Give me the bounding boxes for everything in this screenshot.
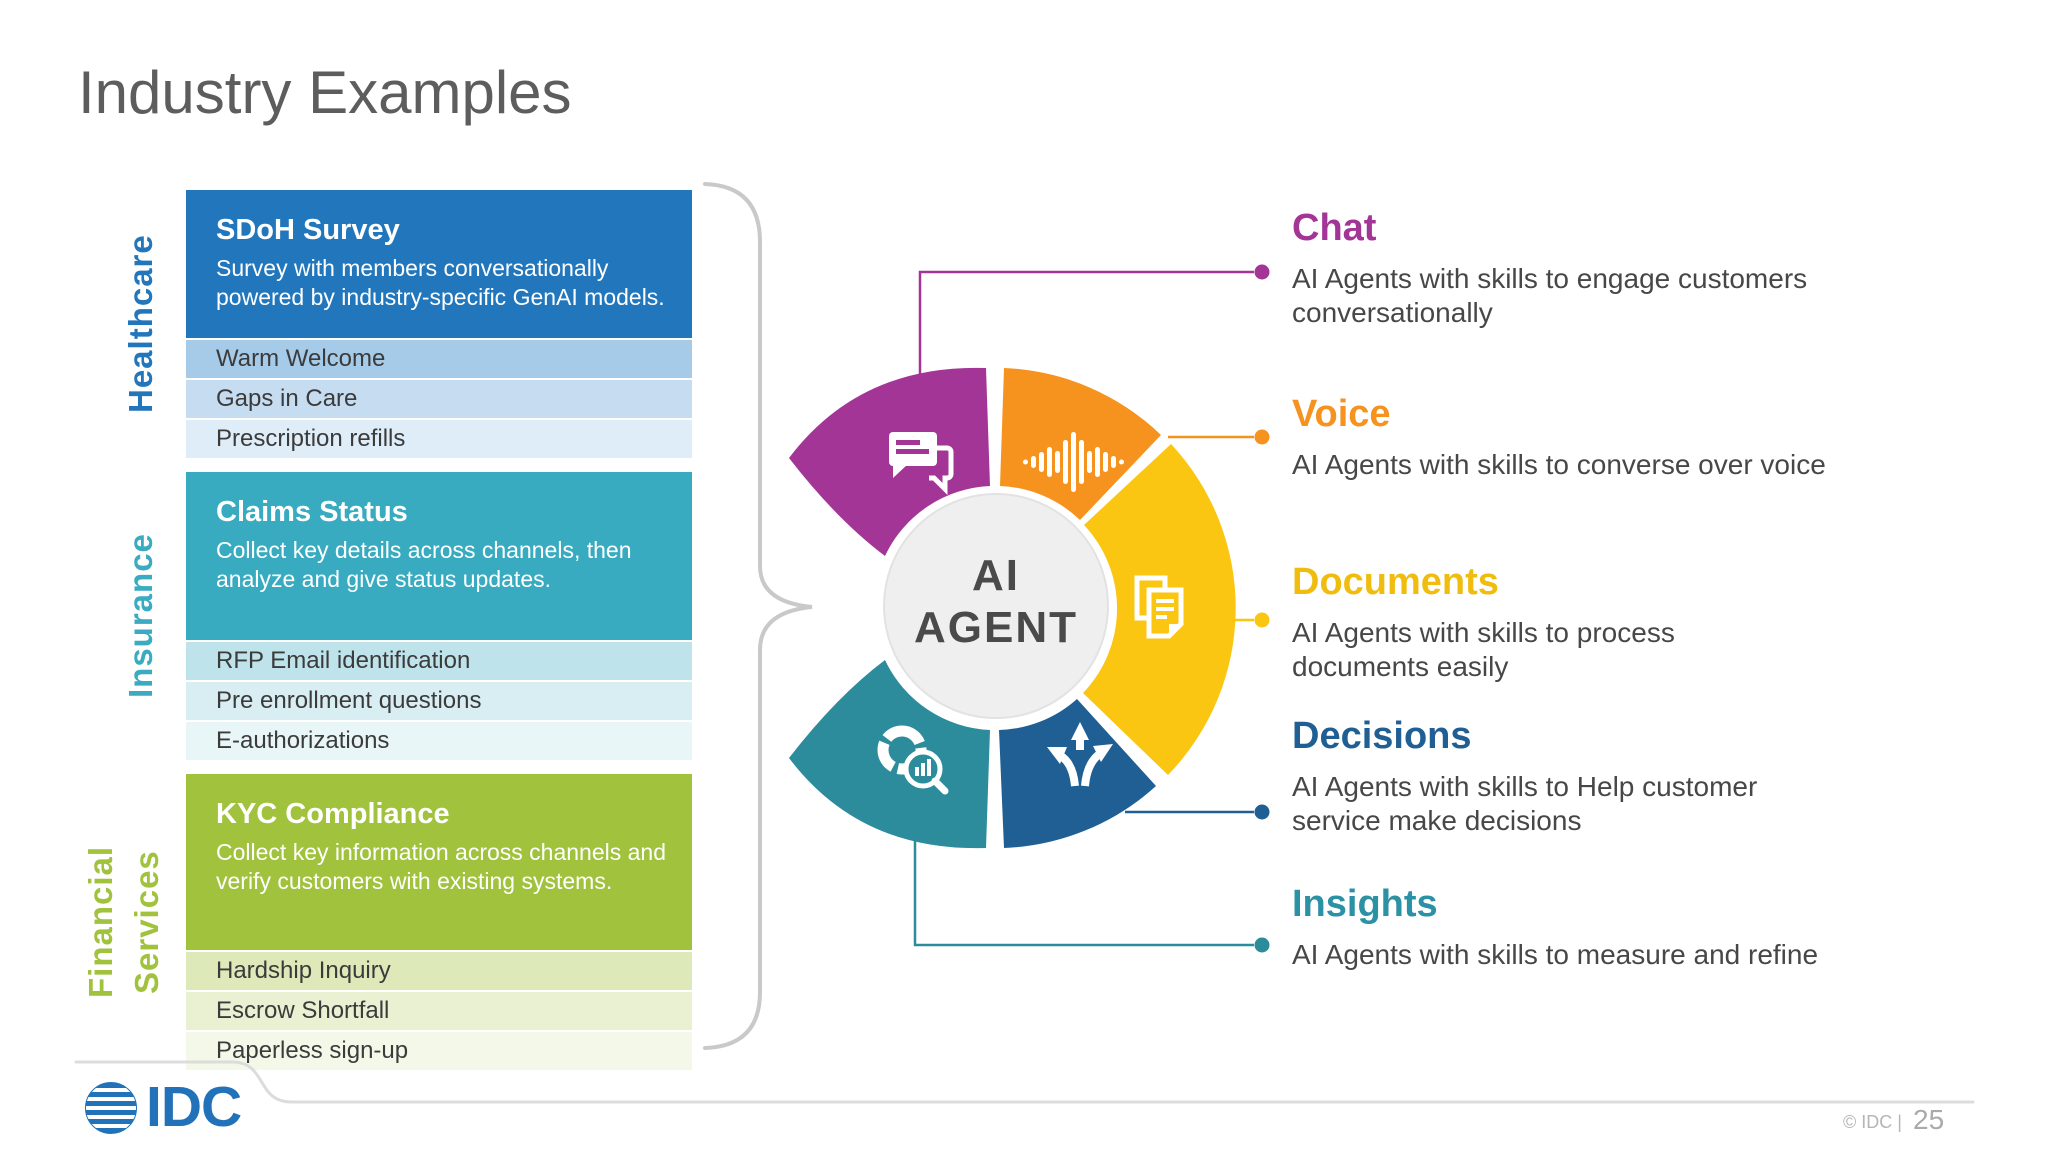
capability-description: AI Agents with skills to Help customer s… <box>1292 771 1758 836</box>
list-item: Prescription refills <box>186 420 692 458</box>
capability-title: Decisions <box>1292 715 1472 757</box>
document-pages-icon <box>1134 575 1184 639</box>
wheel-center-label-line1: AI <box>972 551 1020 600</box>
footer-divider <box>74 1060 1975 1104</box>
card-description: Survey with members conversationally pow… <box>216 255 665 310</box>
card-description: Collect key information across channels … <box>216 839 667 894</box>
financial-services-card: KYC Compliance Collect key information a… <box>186 774 692 1070</box>
copyright-text: © IDC | <box>1843 1112 1902 1132</box>
chat-bubbles-icon <box>889 432 954 496</box>
insurance-card-header: Claims Status Collect key details across… <box>186 472 692 640</box>
list-item: E-authorizations <box>186 722 692 760</box>
grouping-brace <box>703 182 813 1050</box>
list-item: Escrow Shortfall <box>186 992 692 1030</box>
list-item: Pre enrollment questions <box>186 682 692 720</box>
capability-description: AI Agents with skills to measure and ref… <box>1292 939 1819 970</box>
capability-title: Insights <box>1292 883 1438 925</box>
branching-arrows-icon <box>1047 722 1113 787</box>
capability-title: Documents <box>1292 561 1499 603</box>
capability-description: AI Agents with skills to process documen… <box>1292 617 1675 682</box>
analytics-magnifier-icon <box>877 725 949 795</box>
wheel-center-label-line2: AGENT <box>914 603 1078 652</box>
capability-description: AI Agents with skills to engage customer… <box>1292 263 1808 328</box>
connector-dot <box>1254 612 1270 628</box>
list-item: RFP Email identification <box>186 642 692 680</box>
connector-documents <box>1234 612 1270 628</box>
connector-dot <box>1254 264 1270 280</box>
capability-title: Chat <box>1292 207 1377 249</box>
list-item: Paperless sign-up <box>186 1032 692 1070</box>
wheel-segment-decisions <box>999 699 1156 848</box>
capability-insights: Insights AI Agents with skills to measur… <box>1292 882 1818 972</box>
capability-title: Voice <box>1292 393 1391 435</box>
card-title: Claims Status <box>216 496 408 528</box>
card-title: SDoH Survey <box>216 214 400 246</box>
connector-dot <box>1254 429 1270 445</box>
page-number: 25 <box>1913 1104 1945 1135</box>
financial-services-card-header: KYC Compliance Collect key information a… <box>186 774 692 950</box>
healthcare-card: SDoH Survey Survey with members conversa… <box>186 190 692 458</box>
list-item: Hardship Inquiry <box>186 952 692 990</box>
card-title: KYC Compliance <box>216 798 450 830</box>
page-title: Industry Examples <box>78 59 572 126</box>
card-description: Collect key details across channels, the… <box>216 537 632 592</box>
insurance-card: Claims Status Collect key details across… <box>186 472 692 760</box>
idc-globe-logo-icon <box>85 1082 137 1134</box>
ai-agent-wheel: AI AGENT <box>789 367 1236 849</box>
connector-chat <box>918 264 1270 382</box>
idc-logo: IDC <box>146 1075 242 1139</box>
list-item: Gaps in Care <box>186 380 692 418</box>
capability-documents: Documents AI Agents with skills to proce… <box>1292 560 1742 684</box>
capability-voice: Voice AI Agents with skills to converse … <box>1292 392 1826 482</box>
wheel-segment-insights <box>789 660 990 849</box>
connector-dot <box>1254 804 1270 820</box>
connector-voice <box>1168 429 1270 445</box>
capability-description: AI Agents with skills to converse over v… <box>1292 449 1826 480</box>
connector-dot <box>1254 937 1270 953</box>
connector-insights <box>913 836 1270 953</box>
capability-chat: Chat AI Agents with skills to engage cus… <box>1292 206 1892 330</box>
connector-decisions <box>1125 804 1270 820</box>
list-item: Warm Welcome <box>186 340 692 378</box>
wheel-center-circle <box>883 493 1109 719</box>
healthcare-card-header: SDoH Survey Survey with members conversa… <box>186 190 692 338</box>
capability-decisions: Decisions AI Agents with skills to Help … <box>1292 714 1837 838</box>
voice-waveform-icon <box>1023 432 1124 492</box>
